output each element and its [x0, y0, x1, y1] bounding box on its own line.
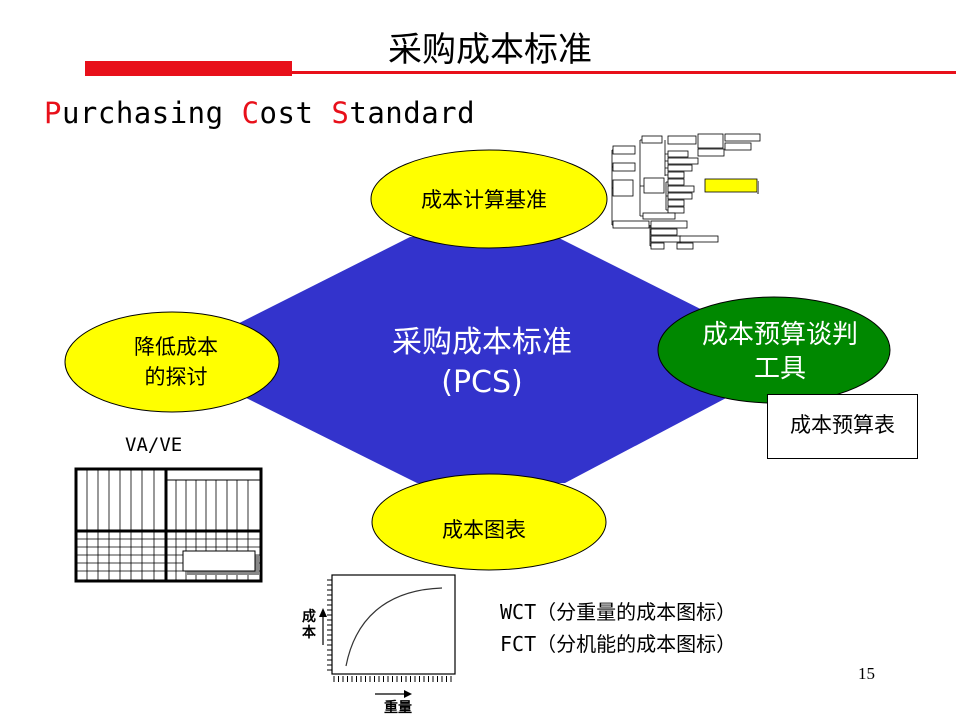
cost-tree-thumbnail — [611, 133, 761, 250]
subtitle-initial-s: S — [331, 96, 350, 130]
left-node-line1: 降低成本 — [134, 335, 218, 359]
cost-chart-thumbnail — [319, 574, 456, 698]
chart-y-label: 成本 — [302, 609, 316, 641]
left-node-line2: 的探讨 — [144, 365, 208, 389]
subtitle-rest-s: tandard — [349, 96, 476, 130]
note-text: 成本预算表 — [790, 413, 895, 437]
top-node-label: 成本计算基准 — [421, 188, 547, 212]
title-red-line — [292, 71, 956, 74]
cost-budget-note: 成本预算表 — [767, 394, 918, 459]
chart-x-label: 重量 — [384, 700, 412, 716]
legend-wct: WCT（分重量的成本图标） — [500, 600, 737, 624]
va-ve-label: VA/VE — [125, 434, 183, 456]
subtitle-rest-p: urchasing — [61, 96, 242, 130]
bottom-node-ellipse — [371, 473, 607, 571]
right-node-line1: 成本预算谈判 — [701, 320, 859, 350]
page-number: 15 — [858, 664, 875, 683]
slide-subtitle: Purchasing Cost Standard — [44, 96, 475, 130]
bottom-node-label: 成本图表 — [442, 518, 526, 542]
slide-title-text: 采购成本标准 — [388, 30, 592, 70]
center-label-line2: (PCS) — [441, 365, 523, 400]
subtitle-initial-c: C — [241, 96, 260, 130]
top-node-ellipse — [370, 149, 608, 249]
subtitle-rest-c: ost — [259, 96, 332, 130]
x-axis-ticks — [333, 676, 452, 682]
left-node-label: 降低成本 的探讨 — [134, 332, 218, 392]
right-node-label: 成本预算谈判 工具 — [702, 318, 858, 386]
y-axis-ticks — [327, 579, 332, 671]
center-hexagon — [168, 237, 800, 483]
slide-title: 采购成本标准 — [0, 22, 960, 71]
cost-curve — [345, 587, 443, 667]
legend-fct: FCT（分机能的成本图标） — [500, 632, 737, 656]
va-ve-table-thumbnail — [74, 467, 263, 583]
right-node-line2: 工具 — [753, 354, 807, 384]
center-label-line1: 采购成本标准 — [392, 325, 572, 360]
left-node-ellipse — [64, 311, 280, 413]
center-label: 采购成本标准 (PCS) — [392, 323, 572, 403]
subtitle-initial-p: P — [44, 96, 62, 130]
title-red-bar — [85, 61, 292, 76]
